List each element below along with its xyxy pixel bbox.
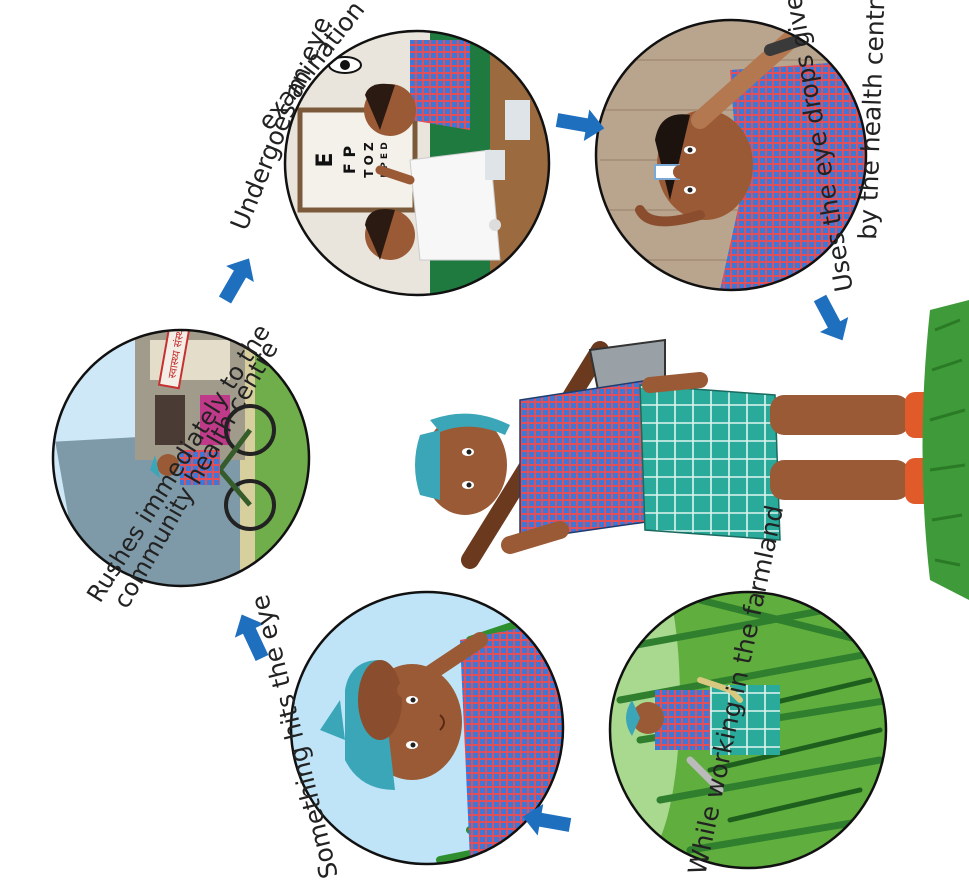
eye-chart-row-1: E xyxy=(313,152,338,167)
eye-chart-row-2: F P xyxy=(340,146,359,175)
caption-drops-line2: by the health centre xyxy=(853,0,891,240)
arrow-icon xyxy=(211,250,263,308)
center-farmer-figure xyxy=(415,340,941,560)
eye-chart-row-3: T O Z xyxy=(362,142,376,178)
arrow-icon xyxy=(806,290,857,347)
grass-patch xyxy=(923,300,969,600)
